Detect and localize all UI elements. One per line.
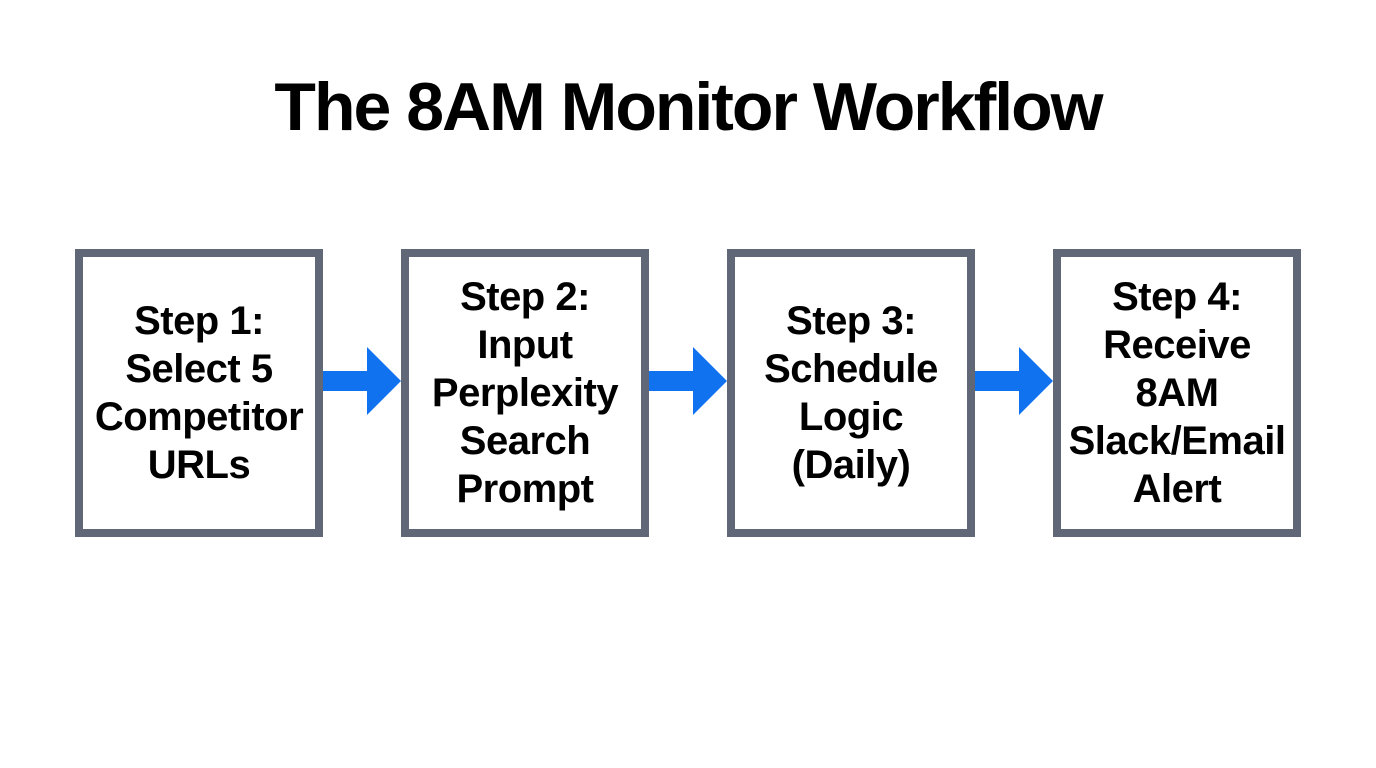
page-title: The 8AM Monitor Workflow [274, 69, 1103, 145]
workflow-step-3-box: Step 3: Schedule Logic (Daily) [727, 248, 975, 537]
workflow-diagram: The 8AM Monitor Workflow Step 1: Select … [0, 70, 1376, 768]
right-arrow-icon [975, 346, 1053, 415]
workflow-row: Step 1: Select 5 Competitor URLs Step 2:… [0, 248, 1376, 537]
workflow-step-3-label: Step 3: Schedule Logic (Daily) [764, 298, 938, 487]
right-arrow-icon [649, 346, 727, 415]
workflow-step-1-box: Step 1: Select 5 Competitor URLs [75, 248, 323, 537]
workflow-step-2-label: Step 2: Input Perplexity Search Prompt [431, 274, 619, 511]
workflow-step-2-box: Step 2: Input Perplexity Search Prompt [401, 248, 649, 537]
right-arrow-shape [649, 346, 727, 415]
right-arrow-shape [975, 346, 1053, 415]
workflow-step-4-box: Step 4: Receive 8AM Slack/Email Alert [1053, 248, 1301, 537]
right-arrow-shape [323, 346, 401, 415]
workflow-step-4-label: Step 4: Receive 8AM Slack/Email Alert [1068, 274, 1286, 511]
workflow-step-1-label: Step 1: Select 5 Competitor URLs [94, 298, 304, 487]
right-arrow-icon [323, 346, 401, 415]
